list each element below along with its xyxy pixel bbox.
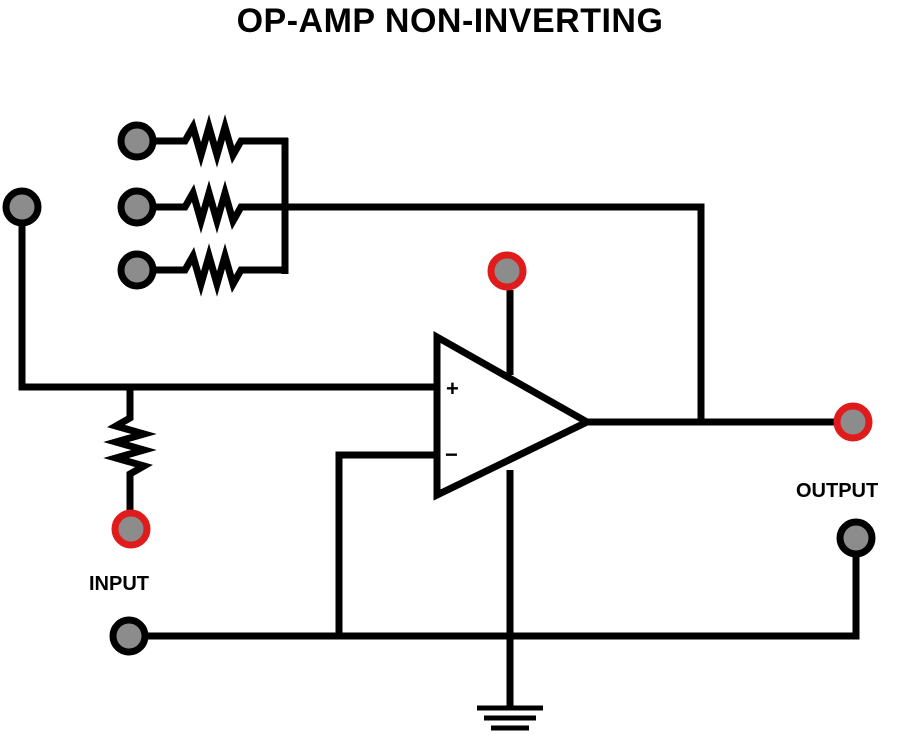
feedback-terminal-1[interactable] [117, 121, 157, 161]
input-resistor [103, 387, 157, 510]
feedback-resistor-3 [155, 243, 288, 297]
non-inverting-input-wire [18, 225, 437, 391]
ground-bus-wire [148, 555, 860, 640]
diagram-title: OP-AMP NON-INVERTING [236, 2, 664, 40]
input-ground-terminal[interactable] [109, 616, 149, 656]
feedback-resistor-1 [155, 114, 288, 168]
feedback-resistor-2 [155, 180, 288, 234]
feedback-terminal-3[interactable] [117, 250, 157, 290]
input-label: INPUT [89, 573, 149, 595]
feedback-wire [288, 203, 705, 422]
minus-sign: − [445, 442, 458, 467]
non-inverting-terminal[interactable] [2, 187, 42, 227]
output-ground-terminal[interactable] [836, 518, 876, 558]
ground-symbol [477, 705, 543, 731]
inverting-input-wire [335, 451, 437, 636]
supply-terminal[interactable] [487, 251, 527, 291]
plus-sign: + [446, 376, 459, 401]
input-terminal[interactable] [111, 509, 151, 549]
feedback-terminal-2[interactable] [117, 187, 157, 227]
output-label: OUTPUT [796, 480, 878, 502]
op-amp-triangle [433, 330, 595, 501]
output-terminal[interactable] [833, 402, 873, 442]
